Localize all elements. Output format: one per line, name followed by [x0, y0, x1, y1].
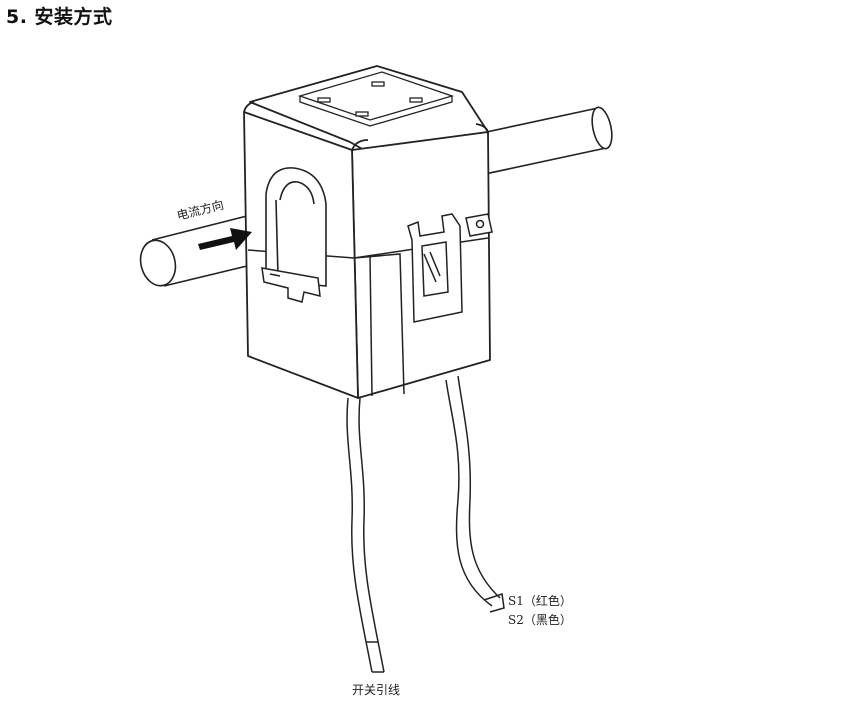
s1-s2-lead-wire [445, 375, 505, 613]
front-latch [407, 213, 493, 323]
switch-lead-wire [346, 397, 385, 673]
switch-lead-label: 开关引线 [352, 683, 400, 697]
sensor-aperture [265, 167, 327, 287]
lead-s2-label: S2（黑色） [508, 613, 572, 627]
current-direction-arrow [198, 228, 252, 250]
lead-s1-label: S1（红色） [508, 593, 572, 608]
section-title: 5. 安装方式 [6, 6, 113, 28]
top-panel [297, 71, 455, 127]
bottom-clip [261, 267, 321, 303]
current-direction-label: 电流方向 [175, 197, 225, 223]
